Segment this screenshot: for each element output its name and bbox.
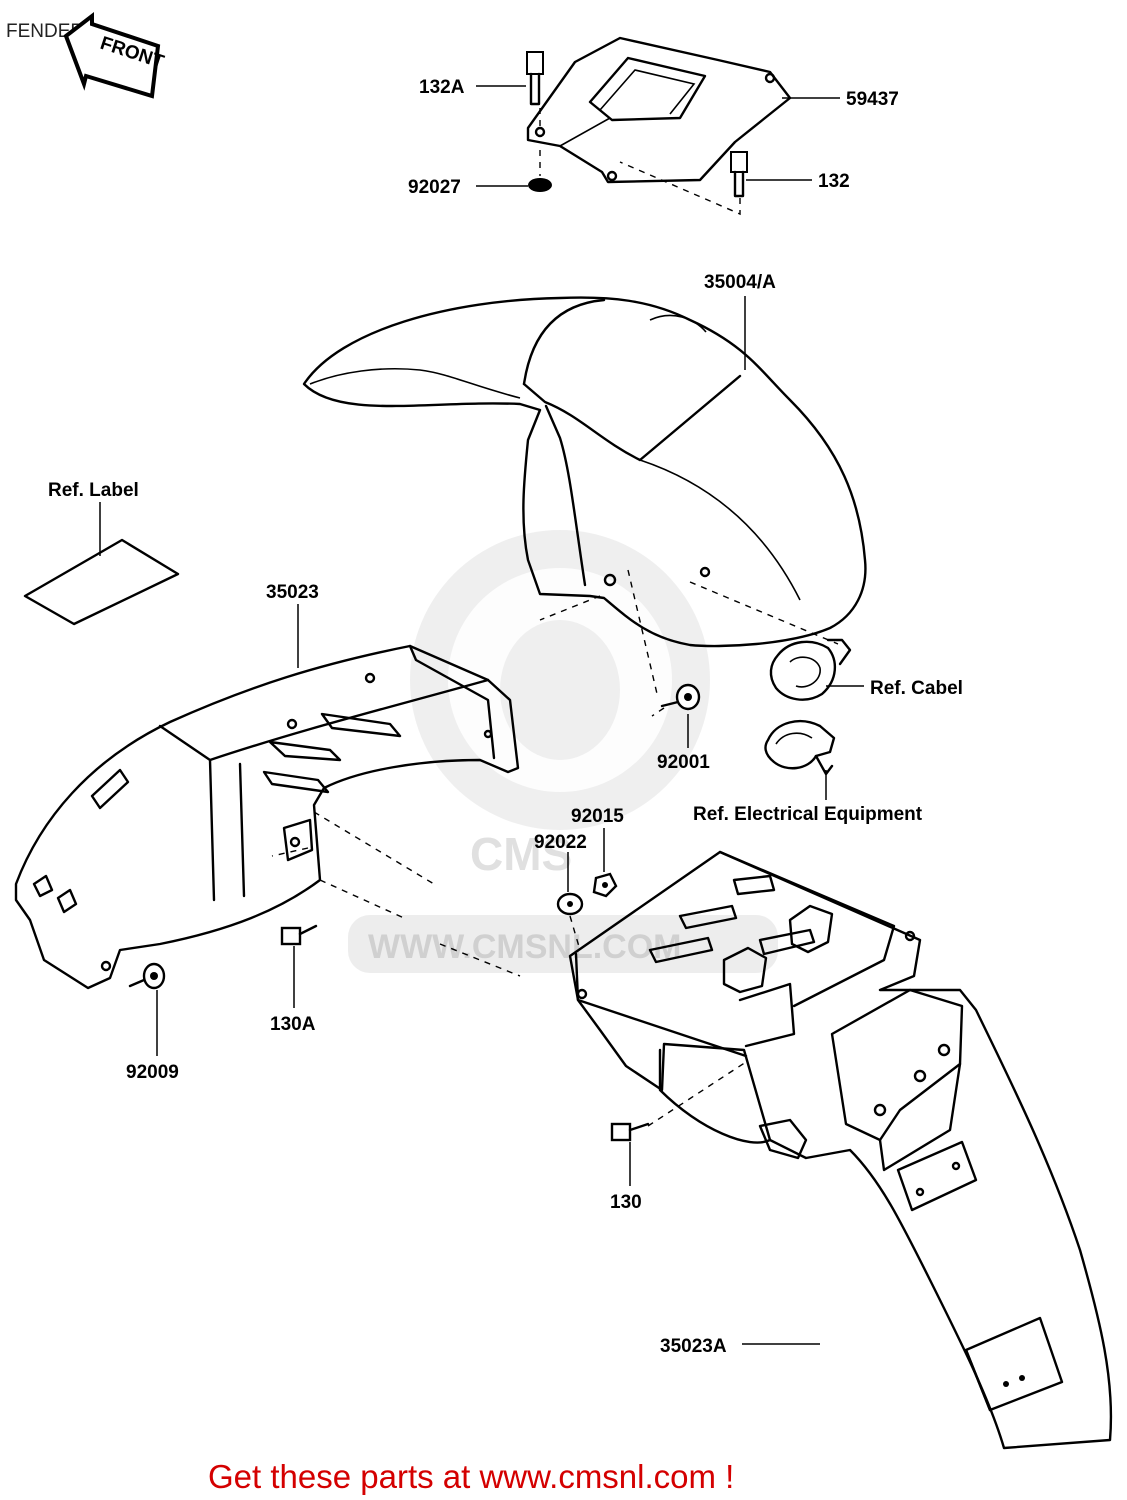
inner-fender-35023 [14, 644, 521, 990]
damper-92027-icon [528, 150, 552, 192]
watermark-logo-text: CMS [470, 828, 572, 880]
callout-59437: 59437 [846, 89, 899, 110]
washer-92022-icon [556, 892, 584, 951]
nut-92015-icon [592, 872, 618, 898]
clamp-icon [764, 719, 836, 776]
callout-92027: 92027 [408, 177, 461, 198]
callout-130a: 130A [270, 1014, 316, 1035]
bracket-59437 [526, 36, 792, 184]
bolt-130a-icon [280, 924, 318, 946]
callout-132: 132 [818, 171, 850, 192]
bolt-92009-icon [128, 962, 166, 990]
front-direction-arrow-icon: FRONT [63, 11, 167, 99]
bolt-132-icon [619, 151, 748, 216]
bolt-132a-icon [526, 51, 544, 130]
footer-parts-link[interactable]: Get these parts at www.cmsnl.com ! [208, 1458, 734, 1495]
watermark-url-text: WWW.CMSNL.COM [368, 928, 682, 966]
callout-92001: 92001 [657, 752, 710, 773]
bolt-130-icon [610, 1122, 650, 1142]
front-fender-35004a [302, 296, 867, 699]
callout-92022: 92022 [534, 832, 587, 853]
cable-guide-icon [769, 638, 852, 701]
callout-92015: 92015 [571, 806, 624, 827]
cmsnl-watermark: CMS WWW.CMSNL.COM [348, 530, 778, 973]
callout-ref-label: Ref. Label [48, 480, 139, 501]
rear-fender-35023a [568, 850, 1113, 1450]
callout-ref-electrical-equipment: Ref. Electrical Equipment [693, 804, 923, 825]
bolt-92001-icon [651, 683, 701, 717]
callout-35023a: 35023A [660, 1336, 727, 1357]
ref-label-sticker [23, 538, 180, 626]
callout-ref-cabel: Ref. Cabel [870, 678, 963, 699]
callout-35004a: 35004/A [704, 272, 776, 293]
leader-lines [99, 85, 864, 1345]
callout-130: 130 [610, 1192, 642, 1213]
callout-35023: 35023 [266, 582, 319, 603]
callout-132a: 132A [419, 77, 465, 98]
callout-92009: 92009 [126, 1062, 179, 1083]
